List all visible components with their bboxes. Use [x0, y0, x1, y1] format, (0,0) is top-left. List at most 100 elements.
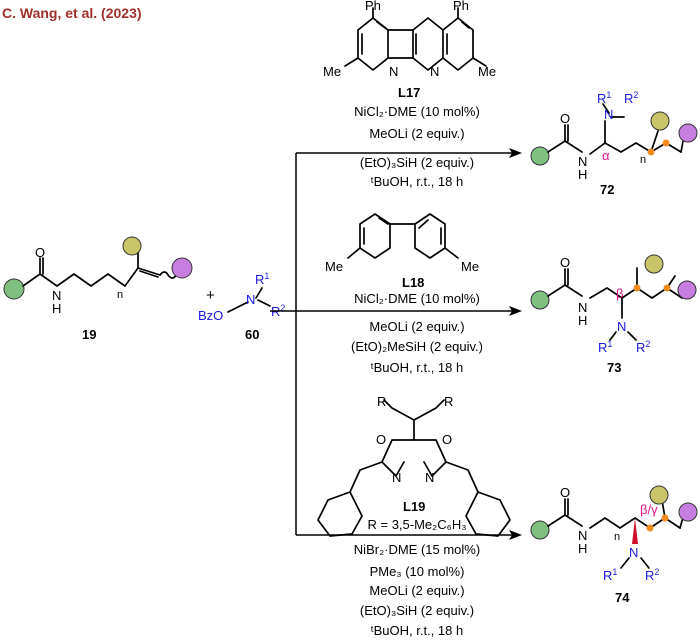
product-73: O N H β N R1 R2 73	[530, 254, 697, 375]
l19-r-left: R	[377, 394, 386, 409]
conditions-bottom: NiBr₂·DME (15 mol%) PMe₃ (10 mol%) MeOLi…	[354, 542, 480, 638]
orange-marker	[662, 139, 670, 147]
l19-oxygen-right: O	[442, 432, 452, 447]
arrowhead-72	[509, 148, 522, 158]
purple-substituent	[171, 257, 193, 279]
amide-hydrogen: H	[578, 313, 587, 328]
conditions-middle: NiCl₂·DME (10 mol%) MeOLi (2 equiv.) (Et…	[351, 291, 483, 375]
orange-marker	[663, 284, 671, 292]
arrowhead-74	[509, 530, 522, 540]
substrate-19: O N H n 19	[3, 236, 193, 342]
carbonyl-oxygen: O	[560, 485, 570, 500]
condition-middle-3: (EtO)₂MeSiH (2 equiv.)	[351, 339, 483, 354]
condition-bottom-2: PMe₃ (10 mol%)	[370, 564, 465, 579]
olive-substituent	[650, 111, 670, 131]
site-label-alpha: α	[602, 148, 610, 163]
purple-substituent	[678, 502, 698, 522]
label-l17: L17	[398, 85, 420, 100]
bzo-group: BzO	[198, 308, 223, 323]
orange-marker	[646, 524, 654, 532]
ligand-l18: Me Me L18	[325, 213, 479, 290]
site-label-beta-gamma: β/γ	[640, 502, 658, 517]
chain-subscript: n	[640, 154, 646, 166]
amine-r1: R1	[255, 271, 269, 287]
amide-hydrogen: H	[578, 541, 587, 556]
condition-bottom-1: NiBr₂·DME (15 mol%)	[354, 542, 480, 557]
l17-methyl-right: Me	[478, 64, 496, 79]
carbonyl-oxygen: O	[560, 255, 570, 270]
l17-methyl-left: Me	[323, 64, 341, 79]
amine-nitrogen: N	[617, 319, 626, 334]
condition-top-4: ᵗBuOH, r.t., 18 h	[371, 174, 463, 189]
chain-subscript: n	[117, 289, 123, 301]
label-74: 74	[615, 590, 630, 605]
purple-substituent	[677, 280, 697, 300]
wedge-bond	[632, 518, 638, 544]
amide-nitrogen: N	[578, 300, 587, 315]
ligand-l19: R R O O N N L19 R = 3,5-Me₂C₆H₃	[317, 394, 511, 537]
green-substituent	[530, 290, 550, 310]
amine-r2: R2	[645, 567, 659, 583]
l17-nitrogen-right: N	[430, 64, 439, 79]
amine-r1: R1	[603, 567, 617, 583]
purple-substituent	[678, 123, 698, 143]
amide-hydrogen: H	[578, 167, 587, 182]
site-label-beta: β	[616, 286, 623, 301]
amine-reagent-60: BzO N R1 R2 60	[198, 271, 285, 342]
amide-nitrogen: N	[578, 528, 587, 543]
product-72: O N H N R1 R2 α n 72	[530, 90, 698, 197]
label-l19: L19	[403, 499, 425, 514]
amide-hydrogen: H	[52, 301, 61, 316]
l19-r-right: R	[444, 394, 453, 409]
l19-oxygen-left: O	[376, 432, 386, 447]
l17-nitrogen-left: N	[389, 64, 398, 79]
arrowhead-73	[509, 306, 522, 316]
plus-sign: +	[206, 287, 215, 304]
l19-r-definition: R = 3,5-Me₂C₆H₃	[367, 517, 466, 532]
label-l18: L18	[402, 275, 424, 290]
condition-middle-2: MeOLi (2 equiv.)	[369, 319, 464, 334]
carbonyl-oxygen: O	[560, 111, 570, 126]
condition-bottom-5: ᵗBuOH, r.t., 18 h	[371, 623, 463, 638]
label-72: 72	[600, 182, 614, 197]
green-substituent	[3, 278, 25, 300]
condition-top-2: MeOLi (2 equiv.)	[369, 126, 464, 141]
l17-phenyl-right: Ph	[453, 0, 469, 13]
olive-substituent	[649, 485, 669, 505]
olive-substituent	[644, 254, 664, 274]
conditions-top: NiCl₂·DME (10 mol%) MeOLi (2 equiv.) (Et…	[354, 104, 480, 189]
ligand-l17: Ph Ph Me Me N N L17	[323, 0, 496, 100]
olive-substituent	[122, 236, 142, 256]
condition-middle-1: NiCl₂·DME (10 mol%)	[354, 291, 480, 306]
condition-bottom-3: MeOLi (2 equiv.)	[369, 583, 464, 598]
orange-marker	[647, 148, 655, 156]
amine-r2: R2	[624, 90, 638, 106]
l19-nitrogen-left: N	[392, 470, 401, 485]
amine-r1: R1	[597, 90, 611, 106]
l17-phenyl-left: Ph	[365, 0, 381, 13]
carbonyl-oxygen: O	[35, 245, 45, 260]
amide-nitrogen: N	[578, 154, 587, 169]
label-19: 19	[82, 327, 96, 342]
condition-top-3: (EtO)₃SiH (2 equiv.)	[360, 155, 474, 170]
citation: C. Wang, et al. (2023)	[2, 5, 142, 21]
orange-marker	[661, 514, 669, 522]
orange-marker	[633, 284, 641, 292]
amine-nitrogen: N	[604, 107, 613, 122]
label-73: 73	[607, 360, 621, 375]
l18-methyl-left: Me	[325, 259, 343, 274]
condition-middle-4: ᵗBuOH, r.t., 18 h	[371, 360, 463, 375]
l18-methyl-right: Me	[461, 259, 479, 274]
product-74: O N H n β/γ N R1 R2 74	[530, 485, 698, 605]
condition-top-1: NiCl₂·DME (10 mol%)	[354, 104, 480, 119]
amine-nitrogen: N	[629, 545, 638, 560]
condition-bottom-4: (EtO)₃SiH (2 equiv.)	[360, 603, 474, 618]
green-substituent	[530, 146, 550, 166]
amide-nitrogen: N	[52, 288, 61, 303]
amine-nitrogen: N	[246, 292, 255, 307]
label-60: 60	[245, 327, 259, 342]
amine-r2: R2	[636, 339, 650, 355]
amine-r1: R1	[598, 339, 612, 355]
chain-subscript: n	[614, 531, 620, 543]
